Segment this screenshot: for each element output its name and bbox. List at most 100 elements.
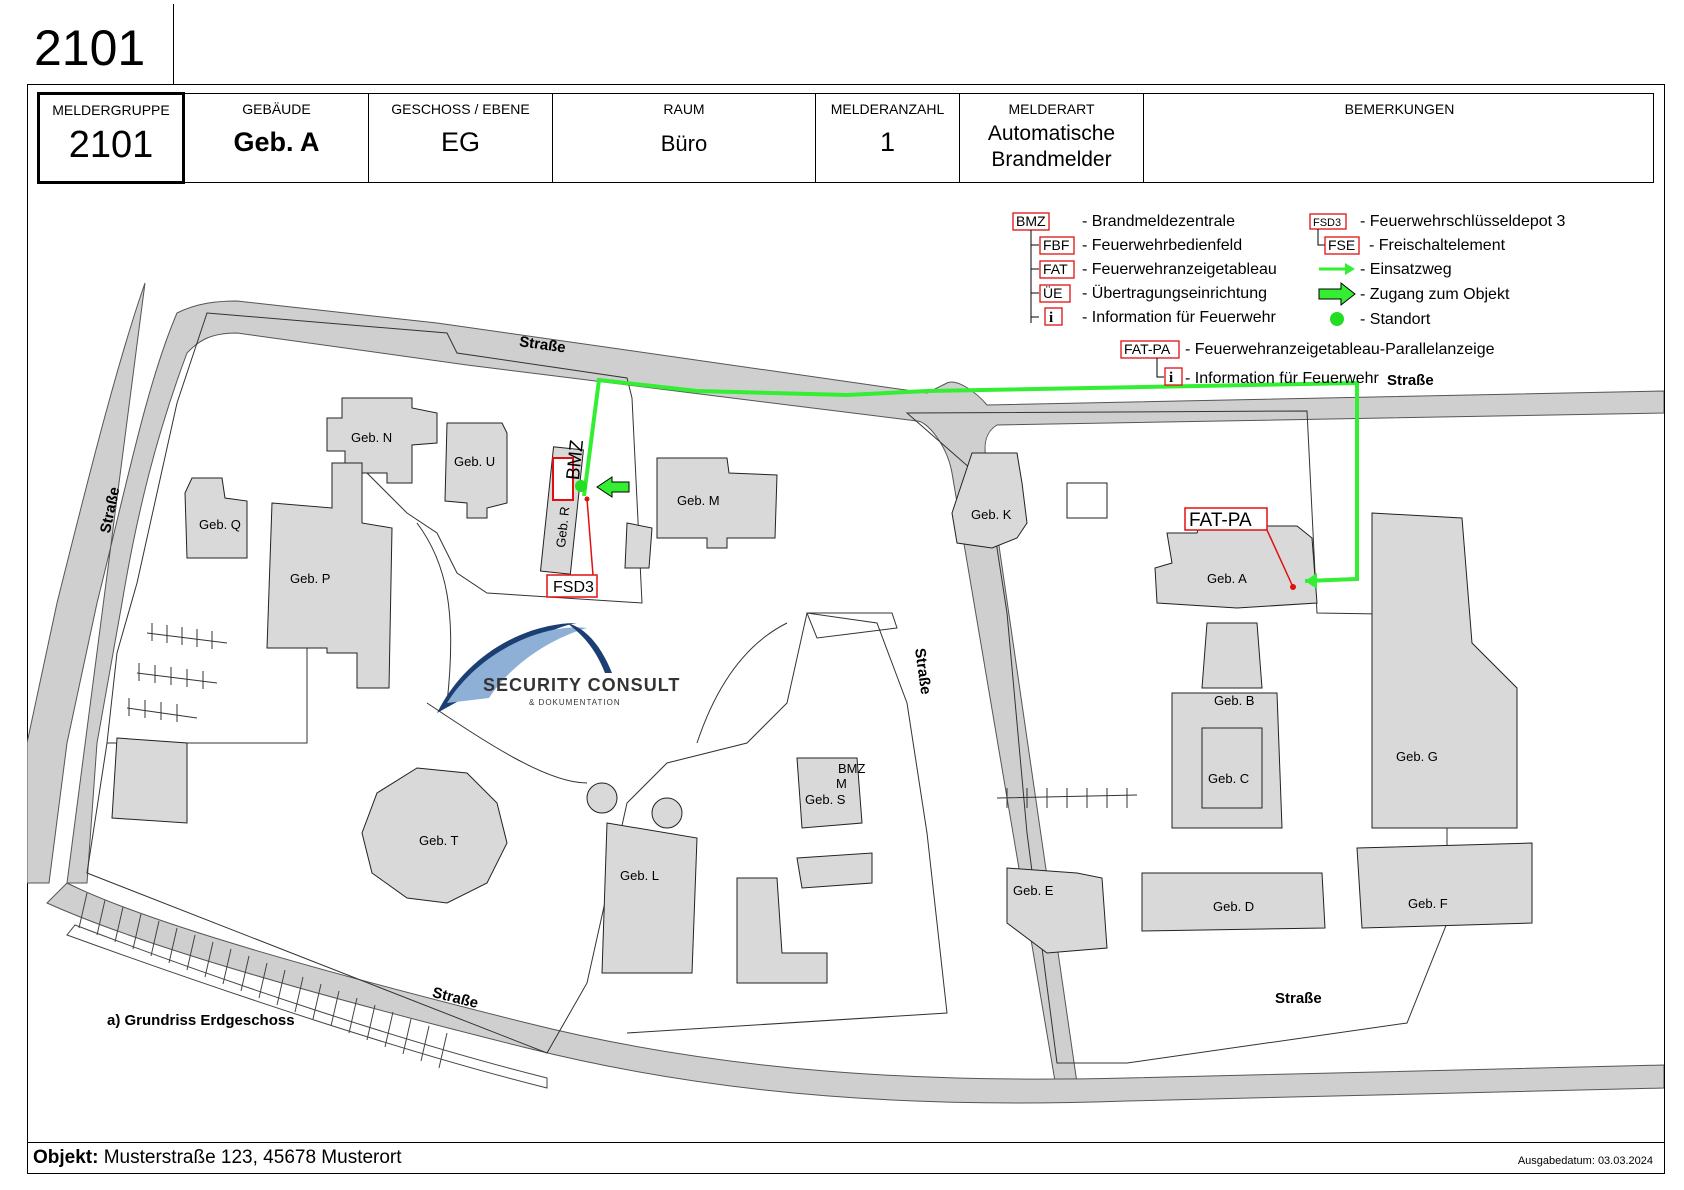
legend-fbf-code: FBF xyxy=(1043,237,1069,253)
legend-fsd3-code: FSD3 xyxy=(1313,217,1341,229)
bmz-label: BMZ xyxy=(563,439,588,481)
label-geb-a: Geb. A xyxy=(1207,571,1247,586)
melderanzahl-value: 1 xyxy=(879,127,896,157)
building-misc-3 xyxy=(796,852,873,889)
silo-1 xyxy=(586,782,618,814)
melderanzahl-cell: MELDERANZAHL 1 xyxy=(816,94,960,182)
geschoss-label: GESCHOSS / EBENE xyxy=(391,101,530,117)
logo-line1: SECURITY CONSULT xyxy=(483,675,680,695)
legend-fatpa-text: - Feuerwehranzeigetableau-Parallelanzeig… xyxy=(1185,341,1495,358)
building-g xyxy=(1371,512,1518,829)
parking-rows xyxy=(126,623,1138,808)
building-s xyxy=(796,757,863,829)
melderanzahl-label: MELDERANZAHL xyxy=(830,101,945,117)
building-u xyxy=(444,422,508,519)
building-t xyxy=(361,767,508,904)
object-label: Objekt: xyxy=(33,1147,99,1168)
label-bmz-small-2: M xyxy=(836,776,847,791)
label-geb-k: Geb. K xyxy=(971,507,1012,522)
logo-line2: & DOKUMENTATION xyxy=(529,698,621,707)
fsd3-leader xyxy=(586,498,594,576)
route-line xyxy=(582,377,1359,583)
building-a xyxy=(1154,525,1318,609)
label-geb-g: Geb. G xyxy=(1396,749,1438,764)
legend: BMZ - Brandmeldezentrale FBF - Feuerwehr… xyxy=(1012,212,1566,387)
building-q xyxy=(184,477,248,559)
label-bmz-small-1: BMZ xyxy=(838,761,866,776)
legend-ue-code: ÜE xyxy=(1043,284,1062,301)
road-surface-south xyxy=(46,882,1664,1104)
building-l xyxy=(601,822,698,974)
label-geb-u: Geb. U xyxy=(454,454,495,469)
legend-bmz-text: - Brandmeldezentrale xyxy=(1082,213,1235,230)
label-geb-l: Geb. L xyxy=(620,868,659,883)
building-n xyxy=(326,397,438,484)
street-label-north: Straße xyxy=(518,333,567,356)
legend-zugang-text: - Zugang zum Objekt xyxy=(1360,286,1510,303)
legend-fatpa-code: FAT-PA xyxy=(1124,341,1171,357)
road-surface xyxy=(27,282,1664,1094)
building-b xyxy=(1201,622,1263,689)
legend-info2-text: - Information für Feuerwehr xyxy=(1185,370,1380,387)
building-misc-2 xyxy=(736,877,828,984)
melderart-value-line1: Automatische xyxy=(987,122,1116,145)
plan-caption: a) Grundriss Erdgeschoss xyxy=(107,1012,295,1029)
label-geb-p: Geb. P xyxy=(290,571,330,586)
raum-label: RAUM xyxy=(663,101,705,117)
legend-fsd3-text: - Feuerwehrschlüsseldepot 3 xyxy=(1360,213,1566,230)
bmz-marker: BMZ xyxy=(552,439,588,501)
melderart-cell: MELDERART Automatische Brandmelder xyxy=(960,94,1144,182)
street-label-southeast: Straße xyxy=(1275,990,1322,1007)
silo-2 xyxy=(651,797,683,829)
fatpa-leader xyxy=(1266,529,1294,588)
bemerkungen-label: BEMERKUNGEN xyxy=(1344,101,1455,117)
fatpa-label: FAT-PA xyxy=(1189,510,1252,531)
object-value: Musterstraße 123, 45678 Musterort xyxy=(103,1147,402,1168)
label-geb-c: Geb. C xyxy=(1208,771,1249,786)
label-geb-s: Geb. S xyxy=(805,792,846,807)
legend-fbf-text: - Feuerwehrbedienfeld xyxy=(1082,237,1242,254)
legend-fse-text: - Freischaltelement xyxy=(1369,237,1506,254)
buildings xyxy=(111,397,1533,984)
meldergruppe-value: 2101 xyxy=(68,124,154,166)
legend-einsatzweg-text: - Einsatzweg xyxy=(1360,261,1452,278)
building-e xyxy=(1006,867,1108,954)
legend-info1-code: i xyxy=(1049,310,1053,326)
sheet-number: 2101 xyxy=(34,20,146,76)
building-misc-1 xyxy=(111,737,188,824)
standort-marker xyxy=(575,480,587,492)
fsd3-point xyxy=(584,496,590,502)
info-table: MELDERGRUPPE 2101 GEBÄUDE Geb. A GESCHOS… xyxy=(37,92,1654,184)
legend-fat-text: - Feuerwehranzeigetableau xyxy=(1082,261,1277,278)
legend-standort-text: - Standort xyxy=(1360,311,1431,328)
raum-value: Büro xyxy=(660,131,708,156)
zugang-arrow xyxy=(596,476,630,498)
raum-cell: RAUM Büro xyxy=(553,94,816,182)
legend-fat-code: FAT xyxy=(1043,261,1068,277)
fatpa-box xyxy=(1184,507,1268,531)
einsatzweg-route xyxy=(582,377,1359,589)
label-geb-d: Geb. D xyxy=(1213,899,1254,914)
fsd3-label: FSD3 xyxy=(553,579,594,596)
footer-bar: Objekt: Musterstraße 123, 45678 Musteror… xyxy=(27,1142,1665,1174)
street-label-northeast: Straße xyxy=(1387,372,1434,389)
company-logo: SECURITY CONSULT & DOKUMENTATION xyxy=(437,623,680,713)
building-m xyxy=(656,457,778,549)
meldergruppe-label: MELDERGRUPPE xyxy=(52,102,170,118)
building-m-annex xyxy=(624,522,653,569)
top-divider xyxy=(173,4,174,84)
street-label-center: Straße xyxy=(911,647,934,696)
building-d xyxy=(1141,872,1326,932)
outer-frame xyxy=(27,84,1665,1174)
gebaeude-cell: GEBÄUDE Geb. A xyxy=(185,94,369,182)
geschoss-cell: GESCHOSS / EBENE EG xyxy=(369,94,553,182)
parking-hatching xyxy=(66,892,548,1089)
building-k xyxy=(951,452,1028,549)
label-geb-f: Geb. F xyxy=(1408,896,1448,911)
label-geb-r: Geb. R xyxy=(553,506,572,549)
building-k-annex xyxy=(1066,482,1108,519)
building-p xyxy=(266,462,393,689)
legend-bmz-code: BMZ xyxy=(1016,213,1046,229)
label-geb-e: Geb. E xyxy=(1013,883,1054,898)
object-address: Objekt: Musterstraße 123, 45678 Musteror… xyxy=(33,1147,402,1169)
